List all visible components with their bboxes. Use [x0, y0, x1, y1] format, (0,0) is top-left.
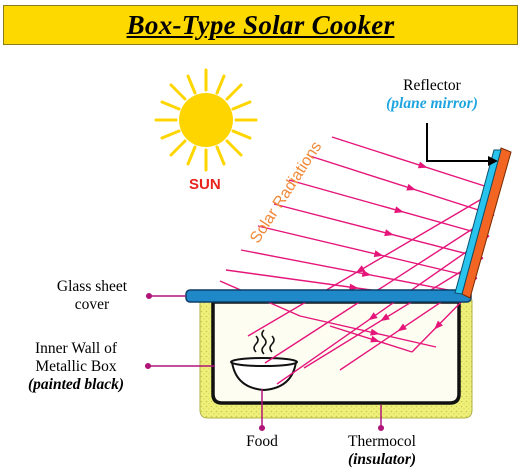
reflected-ray-2 [264, 214, 495, 364]
inner-label-line1: Inner Wall of [35, 340, 117, 357]
thermocol-pointer [377, 405, 385, 432]
inner-wall-label: Inner Wall of Metallic Box (painted blac… [8, 340, 144, 394]
incoming-ray-arrowhead-4 [384, 229, 394, 237]
reflected-ray-arrowhead-6 [434, 320, 443, 330]
reflector-title: Reflector [403, 77, 461, 94]
direct-ray-arrowhead-2 [370, 328, 380, 336]
reflected-ray-3 [276, 235, 490, 385]
reflected-ray-6 [411, 293, 470, 353]
thermocol-label: Thermocol (insulator) [320, 433, 444, 469]
sun-icon [154, 68, 258, 172]
glass-sheet-label: Glass sheet cover [40, 278, 144, 314]
thermocol-label-line2: (insulator) [347, 451, 417, 468]
incoming-ray-arrowhead-7 [349, 283, 359, 291]
incoming-ray-3 [288, 179, 490, 237]
incoming-ray-arrowhead-1 [417, 161, 428, 169]
food-pointer [258, 389, 266, 432]
direct-ray-3 [329, 325, 413, 353]
reflector-pointer-arrow [426, 123, 498, 166]
thermocol-label-line1: Thermocol [347, 433, 416, 450]
glass-label-line2: cover [74, 296, 110, 313]
incoming-ray-arrowhead-2 [406, 183, 416, 191]
solar-rays [219, 136, 498, 385]
direct-ray-2 [299, 315, 437, 348]
reflected-ray-arrowhead-5 [397, 323, 407, 332]
page-title: Box-Type Solar Cooker [126, 9, 395, 40]
incoming-ray-arrowhead-3 [394, 206, 404, 214]
reflected-ray-arrowhead-1 [355, 265, 366, 273]
solar-radiations-label: Solar Radiations [247, 139, 325, 247]
reflector-label: Reflector (plane mirror) [372, 77, 492, 113]
inner-label-line3: (painted black) [28, 376, 124, 393]
reflector-subtitle: (plane mirror) [386, 95, 478, 112]
title-bar: Box-Type Solar Cooker [3, 5, 518, 45]
direct-ray-arrowhead-3 [370, 335, 380, 343]
glass-label-line1: Glass sheet [56, 278, 128, 295]
food-bowl-icon [230, 329, 298, 392]
reflected-ray-4 [303, 257, 484, 369]
glass-pointer [145, 292, 186, 300]
food-label: Food [246, 433, 278, 450]
glass-sheet-cover [185, 289, 472, 303]
inner-wall-pointer [144, 362, 215, 370]
inner-label-line2: Metallic Box [35, 358, 117, 375]
incoming-ray-1 [331, 136, 498, 191]
sun-label: SUN [189, 176, 221, 193]
incoming-ray-6 [240, 249, 470, 295]
reflected-ray-arrowhead-3 [368, 312, 378, 321]
incoming-ray-2 [309, 155, 495, 216]
incoming-ray-4 [273, 203, 484, 259]
reflector-mirror [454, 147, 512, 299]
incoming-ray-arrowhead-5 [373, 250, 384, 258]
reflected-ray-arrowhead-4 [380, 313, 390, 322]
incoming-ray-arrowhead-6 [361, 270, 372, 277]
incoming-ray-5 [257, 225, 478, 279]
